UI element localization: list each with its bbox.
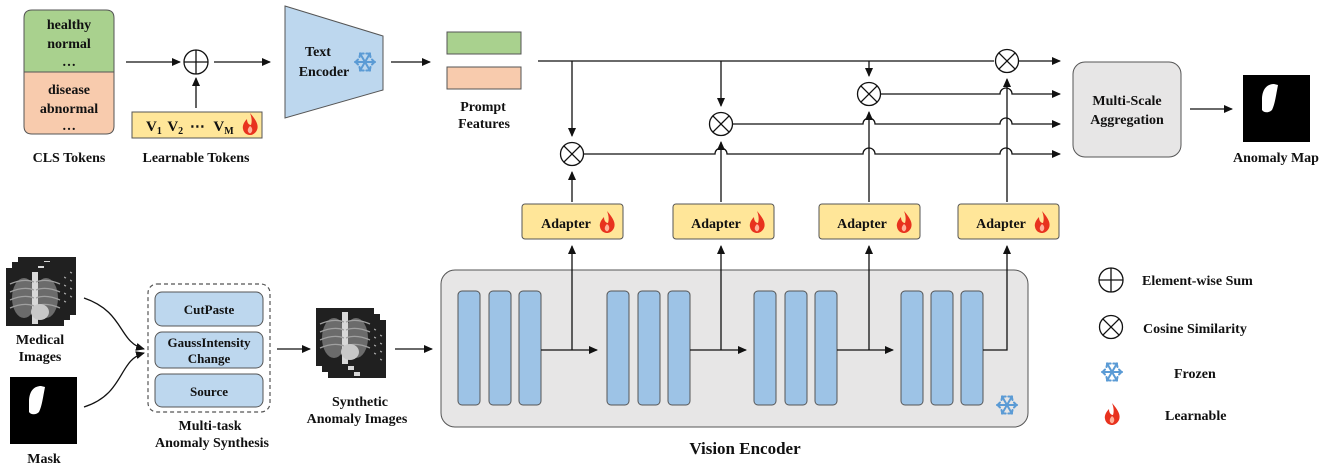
vision-encoder-label: Vision Encoder — [689, 439, 801, 458]
svg-text:V1 V2 ⋯ VM: V1 V2 ⋯ VM — [146, 119, 234, 138]
synthetic-line2: Anomaly Images — [307, 412, 408, 427]
legend-cosine-label: Cosine Similarity — [1143, 322, 1247, 337]
svg-text:Adapter: Adapter — [976, 217, 1026, 232]
prompt-features-line2: Features — [458, 117, 510, 132]
svg-text:Adapter: Adapter — [837, 217, 887, 232]
cls-tokens: healthy normal … disease abnormal … CLS … — [23, 9, 115, 166]
medical-images-line2: Images — [19, 350, 62, 365]
text-encoder: Text Encoder — [284, 5, 384, 119]
adapter-1: Adapter — [521, 203, 624, 240]
legend-sum-icon — [1098, 267, 1124, 293]
prompt-features: Prompt Features — [446, 31, 522, 132]
cls-token-ellipsis-2: … — [62, 119, 76, 134]
adapter-2: Adapter — [672, 203, 775, 240]
anomaly-map: Anomaly Map — [1233, 75, 1319, 166]
element-wise-sum-icon — [183, 49, 209, 75]
legend-learnable-label: Learnable — [1165, 409, 1226, 424]
synthesis-op-gauss-line2: Change — [188, 351, 231, 366]
medical-images-line1: Medical — [16, 333, 64, 348]
text-encoder-line2: Encoder — [299, 65, 350, 80]
synthesis-op-source: Source — [190, 384, 228, 399]
synthesis-op-gauss-line1: GaussIntensity — [167, 335, 251, 350]
synthesis-label-line1: Multi-task — [179, 419, 242, 434]
svg-text:Adapter: Adapter — [541, 217, 591, 232]
cosine-similarity-node-3 — [856, 81, 882, 107]
legend-cosine-icon — [1098, 314, 1124, 340]
cls-token-ellipsis: … — [62, 55, 76, 70]
prompt-features-line1: Prompt — [460, 100, 506, 115]
mask-label: Mask — [27, 452, 61, 467]
cls-token-healthy: healthy — [47, 18, 91, 33]
cosine-similarity-node-2 — [708, 111, 734, 137]
cls-token-disease: disease — [48, 83, 90, 98]
vision-encoder — [440, 269, 1029, 428]
legend-flame-icon — [1104, 403, 1120, 425]
legend: Element-wise Sum Cosine Similarity Froze… — [1098, 267, 1253, 425]
multi-scale-line1: Multi-Scale — [1092, 94, 1161, 109]
synthetic-anomaly-images: Synthetic Anomaly Images — [307, 307, 408, 427]
medical-images: Medical Images — [5, 256, 77, 365]
anomaly-synthesis: CutPaste GaussIntensity Change Source Mu… — [147, 283, 271, 451]
learnable-tokens-label: Learnable Tokens — [143, 151, 251, 166]
text-encoder-line1: Text — [305, 45, 331, 60]
adapter-3: Adapter — [818, 203, 921, 240]
multi-scale-aggregation: Multi-Scale Aggregation — [1072, 61, 1182, 158]
adapter-4: Adapter — [957, 203, 1060, 240]
learnable-tokens: V1 V2 ⋯ VM Learnable Tokens — [131, 111, 263, 166]
cosine-similarity-node-1 — [559, 141, 585, 167]
legend-frozen-label: Frozen — [1174, 367, 1216, 382]
cosine-similarity-node-4 — [994, 48, 1020, 74]
legend-snowflake-icon — [1101, 362, 1123, 382]
synthesis-label-line2: Anomaly Synthesis — [155, 436, 270, 451]
legend-sum-label: Element-wise Sum — [1142, 274, 1253, 289]
cls-token-normal: normal — [47, 37, 91, 52]
svg-text:Adapter: Adapter — [691, 217, 741, 232]
cls-tokens-label: CLS Tokens — [33, 151, 106, 166]
synthesis-op-cutpaste: CutPaste — [184, 302, 235, 317]
synthetic-line1: Synthetic — [332, 395, 388, 410]
anomaly-map-label: Anomaly Map — [1233, 151, 1319, 166]
multi-scale-line2: Aggregation — [1090, 113, 1164, 128]
cls-token-abnormal: abnormal — [40, 102, 98, 117]
mask-image: Mask — [10, 377, 77, 467]
